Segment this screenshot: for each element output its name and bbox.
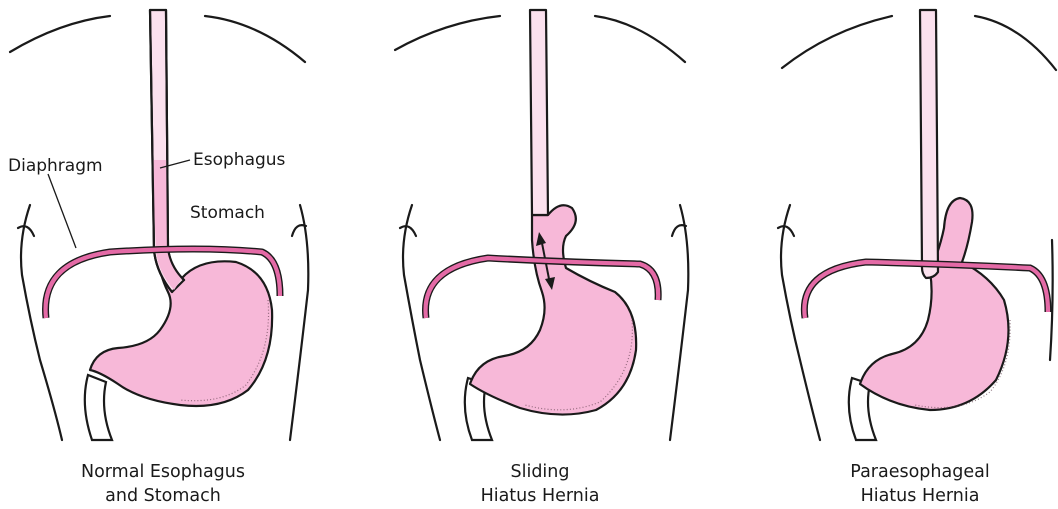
esophagus-outline-right <box>166 10 184 280</box>
stomach-label: Stomach <box>190 203 265 223</box>
panel-paraesophageal: Paraesophageal Hiatus Hernia <box>778 10 1056 506</box>
right-shoulder <box>595 16 685 62</box>
left-rib <box>778 226 794 236</box>
left-shoulder <box>782 16 892 68</box>
esophagus <box>530 10 548 215</box>
panel-normal: Diaphragm Esophagus Stomach Normal Esoph… <box>8 10 308 506</box>
left-shoulder <box>395 16 500 50</box>
caption-normal-line2: and Stomach <box>105 486 221 506</box>
esophagus-label: Esophagus <box>193 150 286 170</box>
left-torso <box>781 205 820 440</box>
right-shoulder <box>975 16 1056 70</box>
esophagus <box>920 10 938 278</box>
left-torso <box>21 205 62 440</box>
left-rib <box>400 226 416 236</box>
caption-sliding-line2: Hiatus Hernia <box>481 486 600 506</box>
caption-paraesophageal-line1: Paraesophageal <box>850 462 989 482</box>
right-torso <box>290 205 308 440</box>
panel-sliding: Sliding Hiatus Hernia <box>395 10 688 506</box>
left-shoulder <box>10 16 110 52</box>
right-shoulder <box>205 16 305 62</box>
caption-normal-line1: Normal Esophagus <box>81 462 245 482</box>
caption-sliding-line1: Sliding <box>510 462 569 482</box>
stomach <box>90 250 272 406</box>
caption-paraesophageal-line2: Hiatus Hernia <box>861 486 980 506</box>
left-torso <box>403 205 440 440</box>
diaphragm-label: Diaphragm <box>8 156 103 176</box>
stomach <box>470 205 636 414</box>
right-torso <box>670 205 688 440</box>
duodenum <box>85 375 112 440</box>
diaphragm-leader <box>48 174 76 248</box>
left-rib <box>18 226 34 236</box>
